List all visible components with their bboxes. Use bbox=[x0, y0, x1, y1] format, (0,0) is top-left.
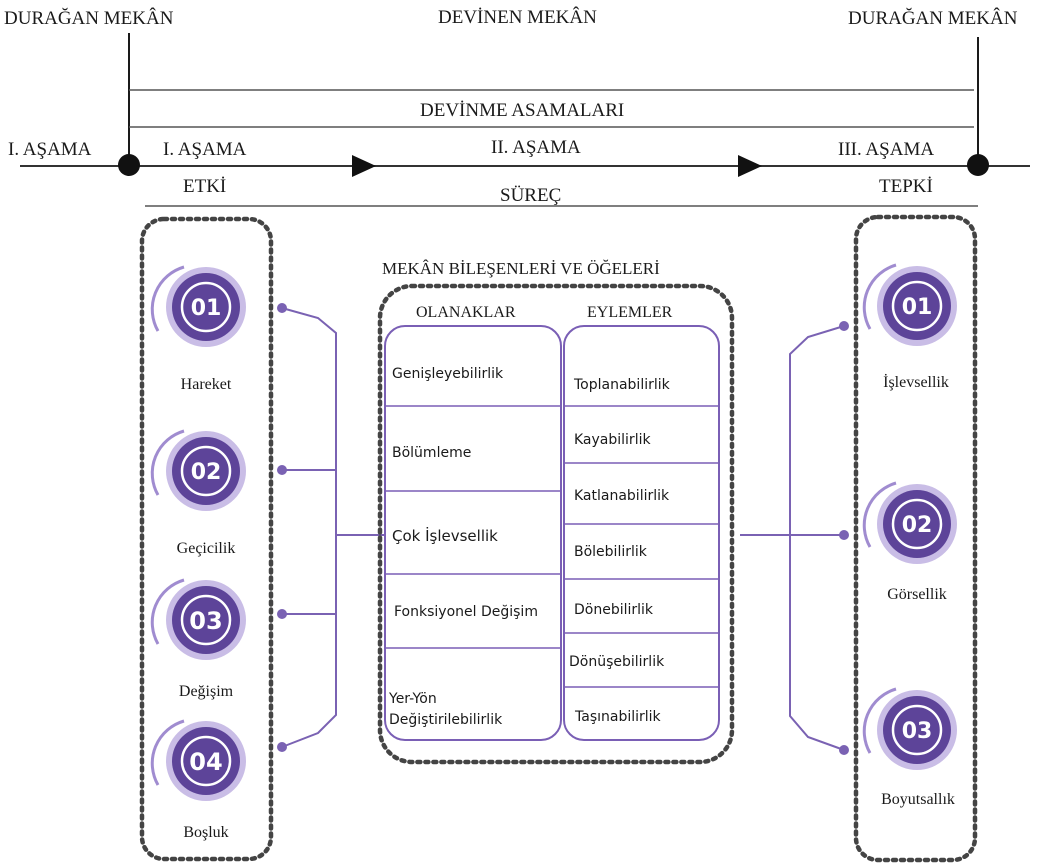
left-item-label: Hareket bbox=[181, 376, 232, 393]
right-item-label: Boyutsallık bbox=[881, 791, 955, 808]
action-item: Dönüşebilirlik bbox=[569, 654, 665, 670]
circle-swoosh bbox=[150, 719, 185, 786]
action-item: Kayabilirlik bbox=[574, 432, 651, 448]
left-connector-dot-2 bbox=[277, 465, 287, 475]
badge-number: 01 bbox=[902, 295, 933, 320]
center-group-box bbox=[377, 283, 735, 765]
right-connector-bracket bbox=[789, 325, 845, 751]
right-item-3: 03 bbox=[862, 687, 957, 770]
badge-number: 01 bbox=[191, 296, 222, 321]
right-connector-dot-1 bbox=[839, 321, 849, 331]
stage-3-label: III. AŞAMA bbox=[838, 139, 934, 160]
badge-number: 03 bbox=[902, 719, 933, 744]
actions-column bbox=[563, 325, 720, 741]
opportunities-column bbox=[384, 325, 562, 741]
badge-number: 03 bbox=[189, 607, 222, 635]
actions-header: EYLEMLER bbox=[587, 304, 673, 321]
badge-number: 02 bbox=[191, 460, 222, 485]
right-connector bbox=[740, 325, 845, 751]
left-item-label: Değişim bbox=[179, 683, 234, 700]
left-connector bbox=[281, 307, 384, 748]
right-group-box bbox=[853, 214, 978, 863]
stage-1-label: I. AŞAMA bbox=[163, 139, 247, 160]
left-connector-top bbox=[281, 307, 337, 748]
left-connector-dot-4 bbox=[277, 742, 287, 752]
timeline-arrow-2 bbox=[738, 155, 762, 177]
timeline-arrow-1 bbox=[352, 155, 376, 177]
left-item-2: 02 bbox=[150, 429, 246, 511]
opportunity-item: Fonksiyonel Değişim bbox=[394, 604, 538, 620]
opportunity-item: Yer-Yön bbox=[388, 691, 437, 707]
right-item-label: Görsellik bbox=[887, 586, 947, 603]
left-item-1: 01 bbox=[150, 265, 246, 347]
opportunity-item: Değiştirilebilirlik bbox=[389, 712, 503, 728]
timeline-end-dot bbox=[967, 154, 989, 176]
action-item: Katlanabilirlik bbox=[574, 488, 670, 504]
badge-inner-ring bbox=[180, 281, 232, 333]
badge-number: 02 bbox=[902, 513, 933, 538]
stages-title: DEVİNME ASAMALARI bbox=[420, 100, 624, 121]
right-item-1: 01 bbox=[862, 263, 957, 346]
opportunity-item: Bölümleme bbox=[392, 445, 471, 461]
circle-swoosh bbox=[862, 687, 897, 754]
left-connector-dot-3 bbox=[277, 609, 287, 619]
badge-inner-ring bbox=[180, 594, 232, 646]
timeline-start-dot bbox=[118, 154, 140, 176]
right-item-2: 02 bbox=[862, 481, 957, 564]
opportunities-header: OLANAKLAR bbox=[416, 304, 516, 321]
badge-inner-ring bbox=[891, 498, 943, 550]
action-item: Taşınabilirlik bbox=[574, 709, 662, 725]
left-group-box bbox=[139, 216, 274, 862]
badge-inner-ring bbox=[891, 704, 943, 756]
header-left-label: DURAĞAN MEKÂN bbox=[4, 7, 174, 29]
circle-swoosh bbox=[150, 429, 185, 496]
badge-inner-ring bbox=[180, 445, 232, 497]
process-label: SÜREÇ bbox=[500, 185, 561, 206]
right-connector-dot-3 bbox=[839, 745, 849, 755]
left-item-4: 04 bbox=[150, 719, 246, 801]
left-connector-dot-1 bbox=[277, 303, 287, 313]
outer-stage-label: I. AŞAMA bbox=[8, 139, 92, 160]
action-item: Toplanabilirlik bbox=[573, 377, 671, 393]
badge-number: 04 bbox=[189, 748, 222, 776]
response-label: TEPKİ bbox=[879, 176, 933, 197]
badge-inner-ring bbox=[891, 280, 943, 332]
badge-inner-ring bbox=[180, 735, 232, 787]
action-item: Dönebilirlik bbox=[574, 602, 654, 618]
opportunity-item: Çok İşlevsellik bbox=[392, 526, 498, 545]
circle-swoosh bbox=[150, 578, 185, 645]
right-connector-dot-2 bbox=[839, 530, 849, 540]
circle-swoosh bbox=[862, 481, 897, 548]
center-title: MEKÂN BİLEŞENLERİ VE ÖĞELERİ bbox=[382, 259, 660, 278]
stage-2-label: II. AŞAMA bbox=[491, 137, 581, 158]
right-item-label: İşlevsellik bbox=[883, 373, 949, 391]
action-item: Bölebilirlik bbox=[574, 544, 648, 560]
effect-label: ETKİ bbox=[183, 176, 226, 197]
circle-swoosh bbox=[862, 263, 897, 330]
header-center-label: DEVİNEN MEKÂN bbox=[438, 6, 597, 28]
left-item-label: Geçicilik bbox=[177, 540, 236, 557]
header-right-label: DURAĞAN MEKÂN bbox=[848, 7, 1018, 29]
opportunity-item: Genişleyebilirlik bbox=[392, 366, 504, 382]
left-item-3: 03 bbox=[150, 578, 246, 660]
left-item-label: Boşluk bbox=[183, 824, 228, 841]
circle-swoosh bbox=[150, 265, 185, 332]
